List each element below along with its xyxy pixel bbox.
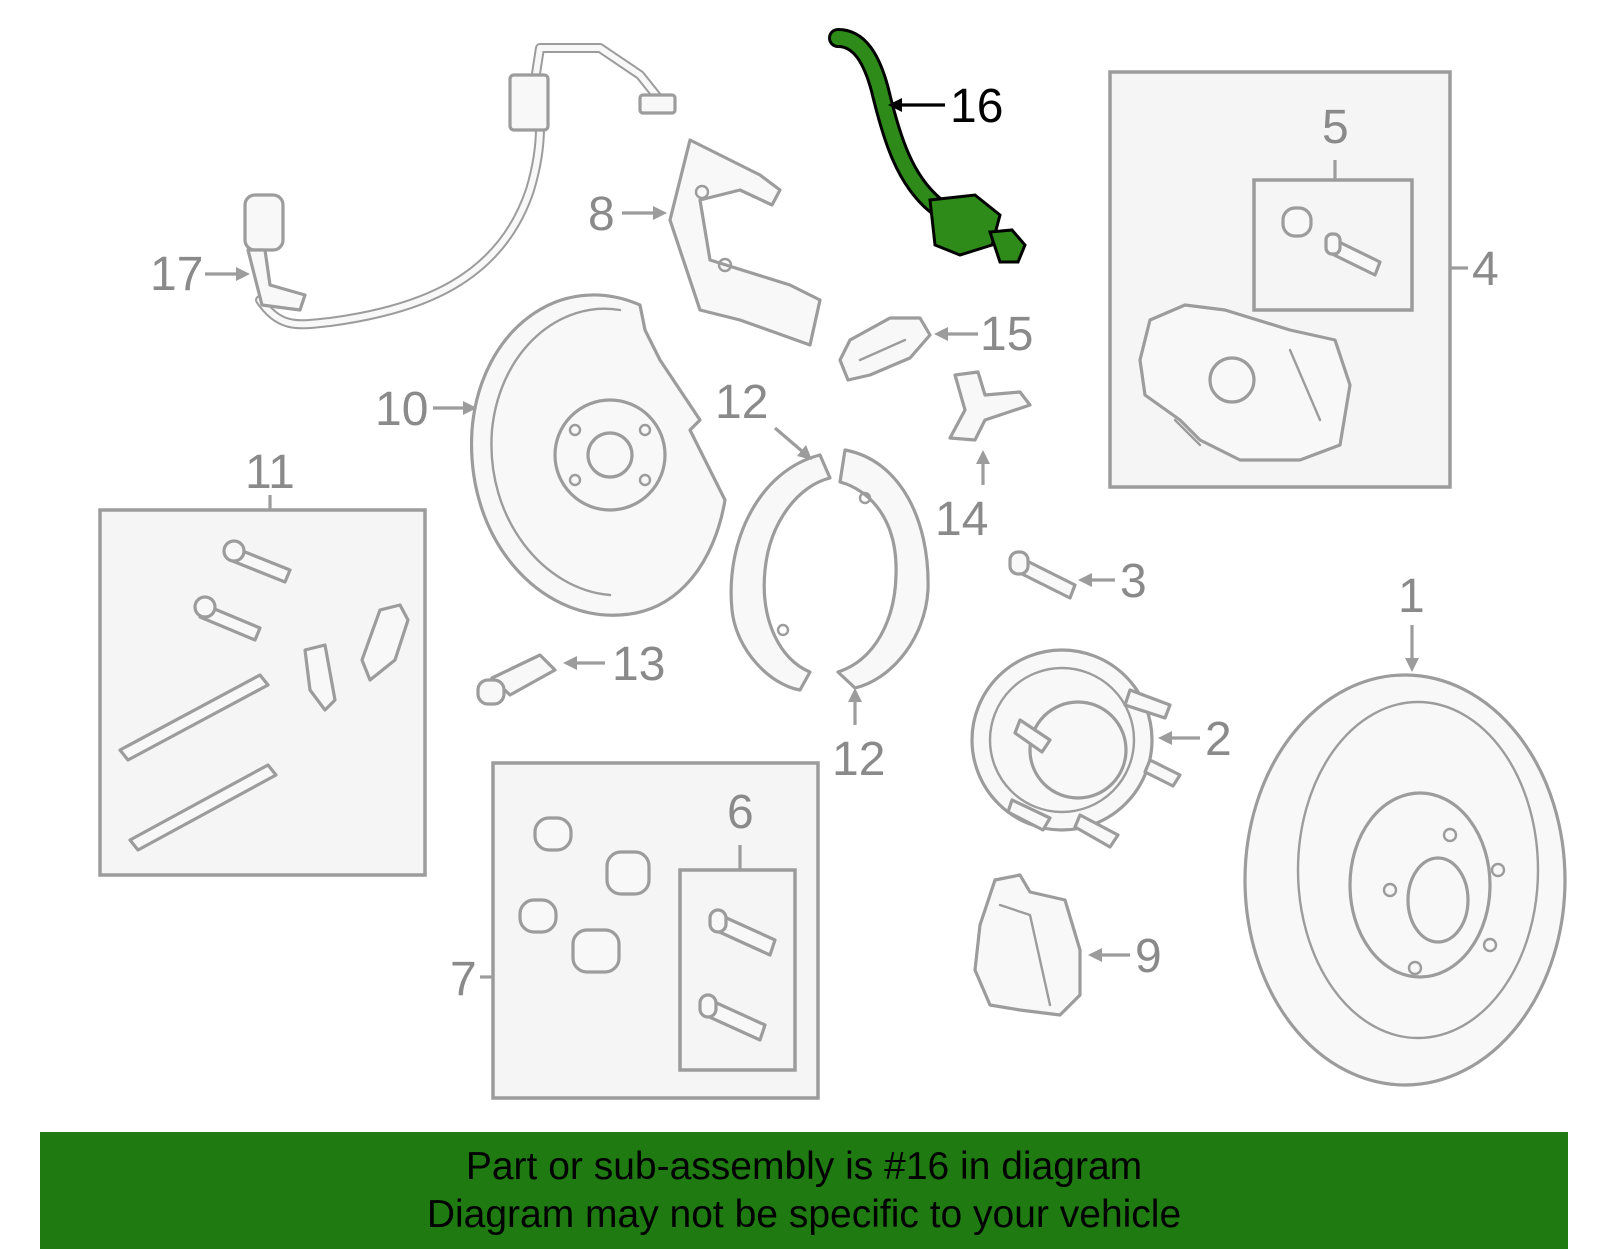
label-6: 6	[727, 786, 754, 839]
callout-4: 4	[1450, 243, 1499, 296]
label-13: 13	[612, 638, 665, 691]
label-5: 5	[1322, 101, 1349, 154]
callout-2: 2	[1158, 713, 1232, 766]
label-16: 16	[950, 80, 1003, 133]
label-9: 9	[1135, 930, 1162, 983]
part-8-caliper-bracket[interactable]	[668, 138, 822, 347]
callout-14: 14	[935, 450, 990, 546]
info-banner: Part or sub-assembly is #16 in diagram D…	[40, 1132, 1568, 1249]
part-14-clip[interactable]	[948, 370, 1032, 442]
callout-7: 7	[450, 953, 493, 1006]
callout-11: 11	[245, 446, 295, 510]
box-6	[678, 868, 797, 1072]
label-12-bottom: 12	[832, 733, 885, 786]
part-16-brake-hose[interactable]	[828, 28, 1027, 264]
banner-line-2: Diagram may not be specific to your vehi…	[426, 1192, 1182, 1236]
label-2: 2	[1205, 713, 1232, 766]
label-17: 17	[150, 248, 203, 301]
label-8: 8	[588, 188, 615, 241]
part-6-guide-pins[interactable]	[678, 868, 797, 1072]
label-15: 15	[980, 308, 1033, 361]
part-9-brake-pad[interactable]	[973, 873, 1082, 1017]
part-3-bolt[interactable]	[1008, 550, 1077, 600]
callout-3: 3	[1078, 555, 1147, 608]
part-11-hardware-kit[interactable]	[98, 508, 427, 877]
label-7: 7	[450, 953, 477, 1006]
part-13-adjuster[interactable]	[476, 653, 557, 706]
label-11: 11	[245, 446, 295, 499]
part-12-parking-brake-shoes[interactable]	[729, 448, 930, 692]
callout-5: 5	[1322, 101, 1349, 180]
part-10-backing-plate[interactable]	[469, 293, 727, 617]
label-14: 14	[935, 493, 988, 546]
label-1: 1	[1398, 570, 1425, 623]
callout-16: 16	[888, 80, 1003, 133]
callout-13: 13	[563, 638, 665, 691]
callout-12-bottom: 12	[832, 688, 885, 786]
callout-9: 9	[1088, 930, 1162, 983]
part-15-shim[interactable]	[838, 316, 932, 382]
part-5-caliper-pins[interactable]	[1252, 178, 1414, 312]
label-12-top: 12	[715, 376, 768, 429]
part-2-wheel-hub[interactable]	[970, 648, 1182, 849]
callout-6: 6	[727, 786, 754, 870]
label-4: 4	[1472, 243, 1499, 296]
label-10: 10	[375, 383, 428, 436]
callout-1: 1	[1398, 570, 1425, 672]
callout-12-top: 12	[715, 376, 812, 460]
part-17-sensor-wire[interactable]	[243, 43, 677, 330]
callout-8: 8	[588, 188, 667, 241]
part-1-brake-rotor[interactable]	[1243, 673, 1567, 1087]
label-3: 3	[1120, 555, 1147, 608]
callout-10: 10	[375, 383, 477, 436]
callout-15: 15	[934, 308, 1033, 361]
banner-line-1: Part or sub-assembly is #16 in diagram	[465, 1144, 1143, 1188]
callout-17: 17	[150, 248, 250, 301]
